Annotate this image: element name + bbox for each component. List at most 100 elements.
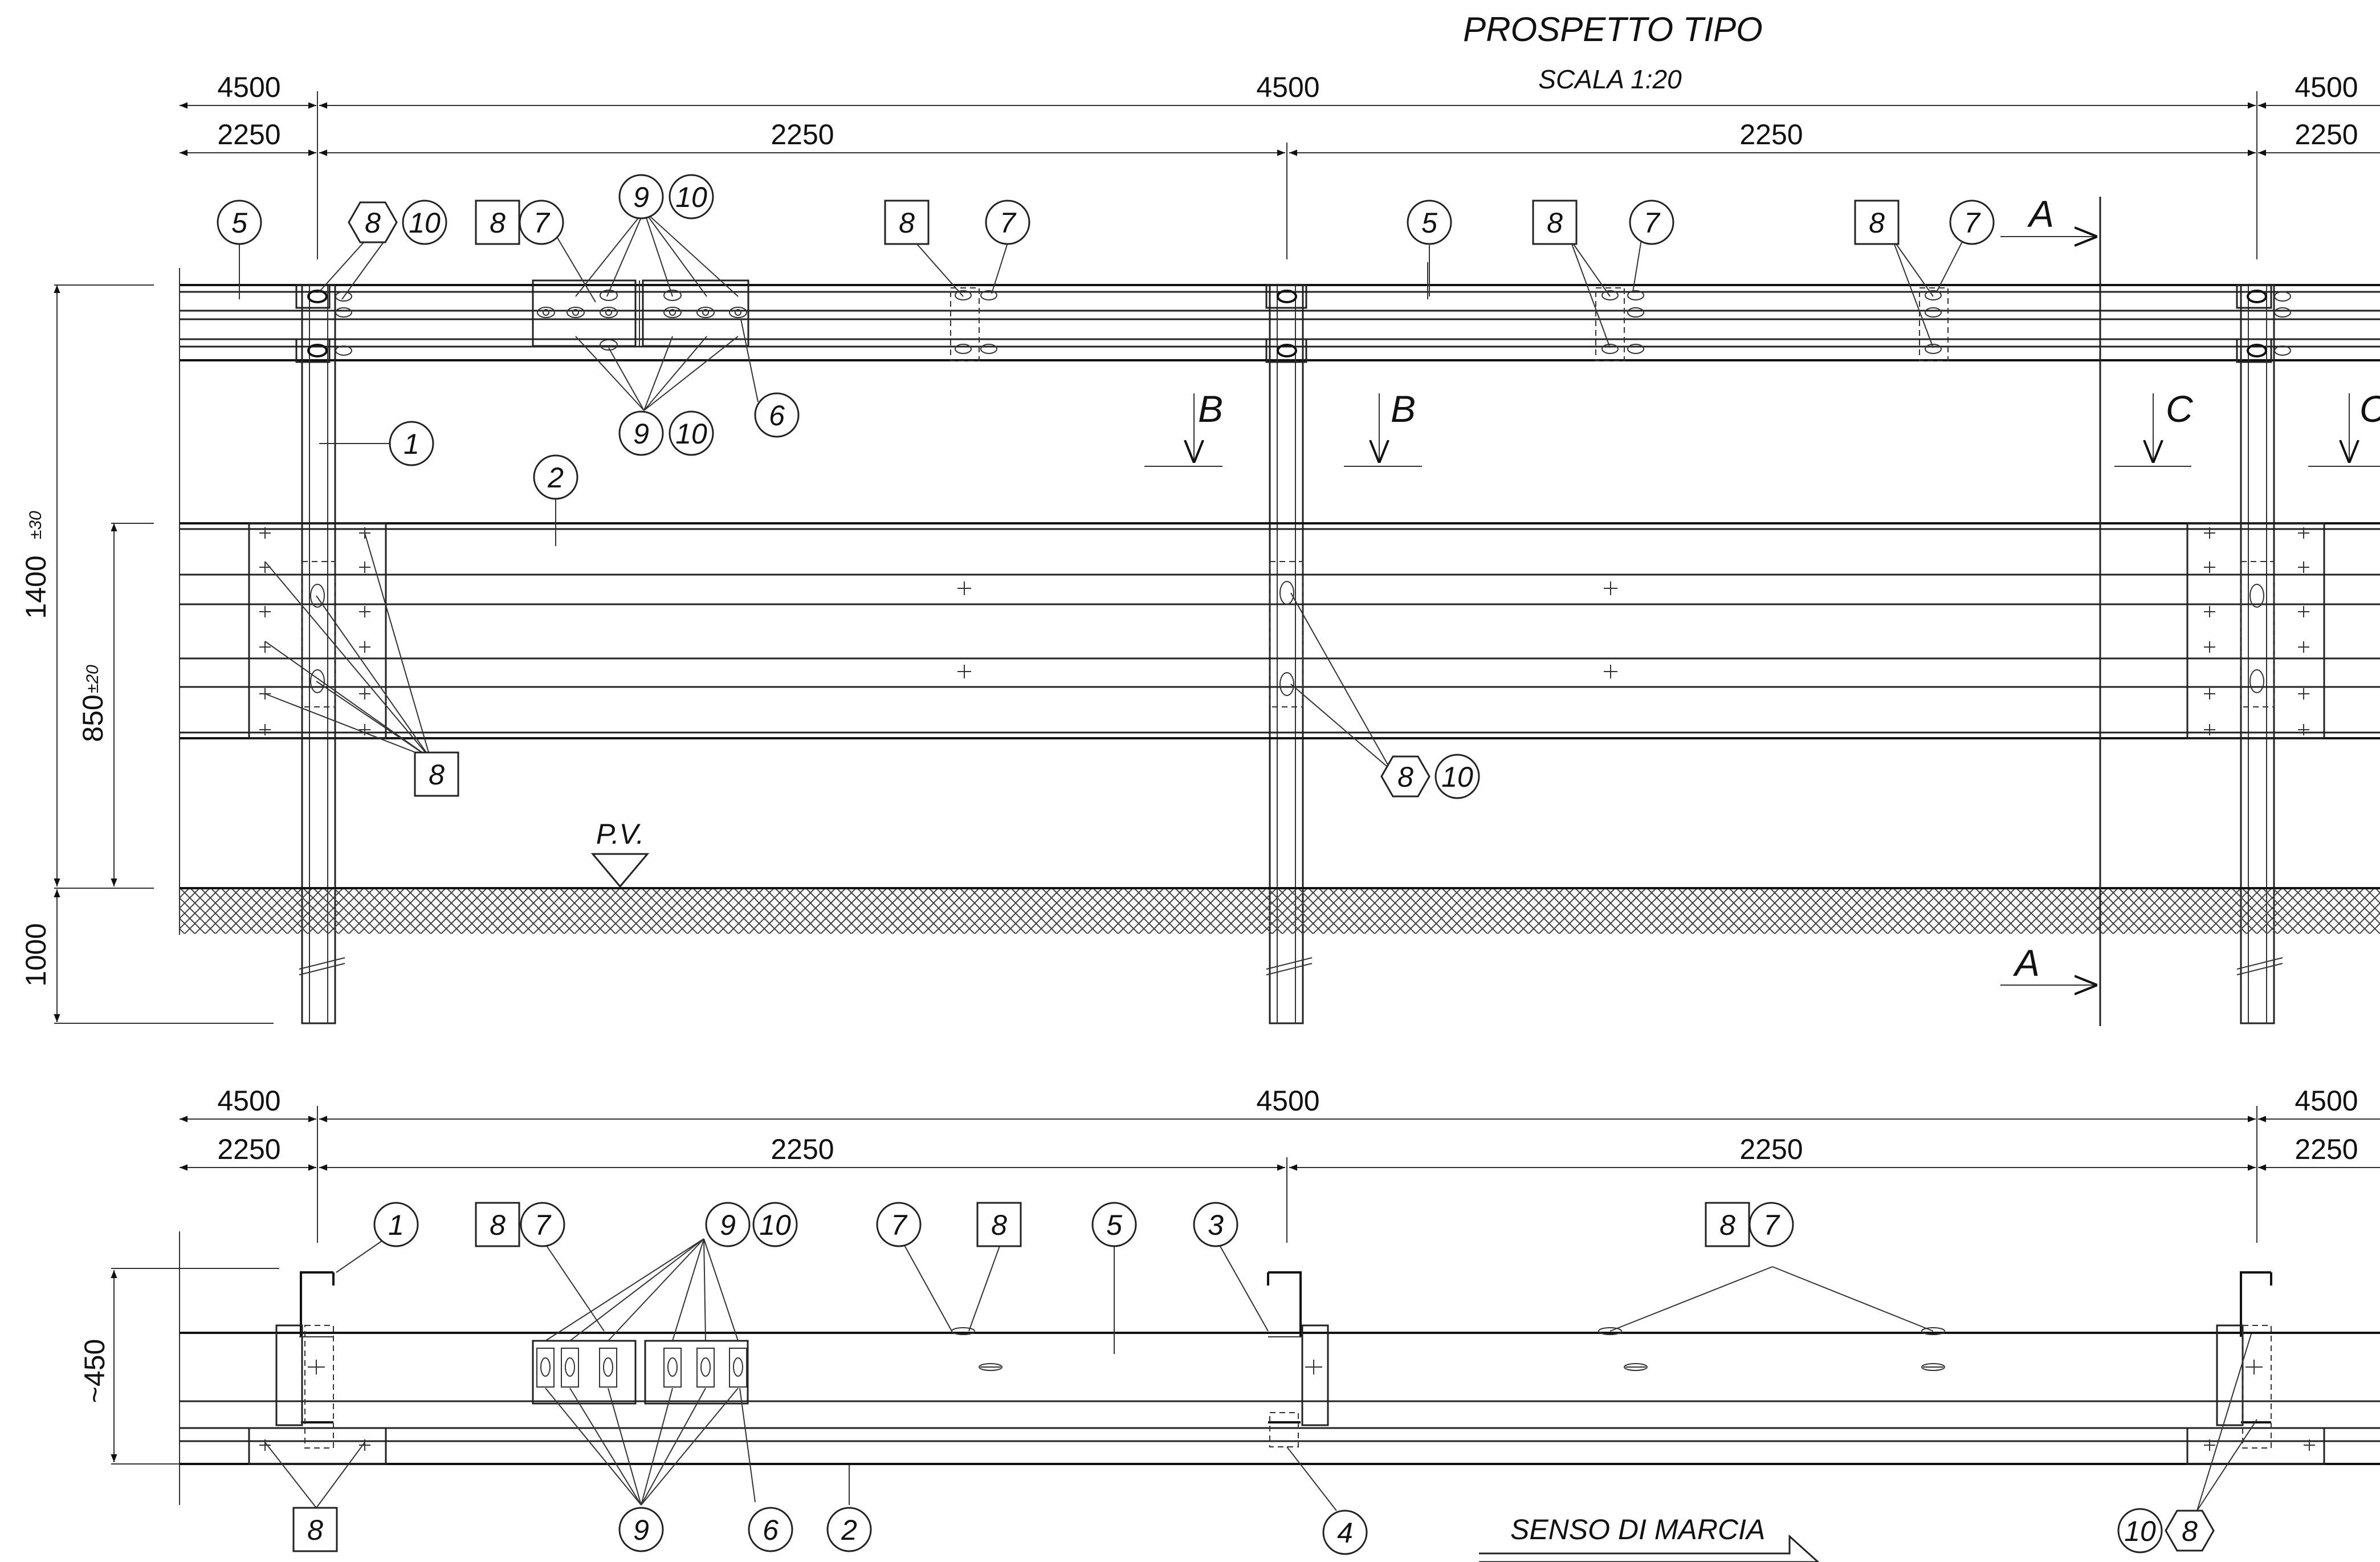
elev-tag-8-square-d: 8 [1854,200,1900,245]
elev-dim-height-rail-tol: ±20 [83,665,102,693]
svg-text:10: 10 [675,181,707,213]
elev-tag-7-c: 7 [1629,200,1674,245]
elev-tag-8-hex: 8 [348,201,398,243]
elev-dim-embed: 1000 [20,923,52,986]
plan-post-center [1267,1271,1329,1447]
elev-tag-8-square-a: 8 [475,200,520,245]
svg-text:10: 10 [409,207,441,239]
svg-text:8: 8 [899,207,915,239]
elev-tag-2: 2 [533,454,578,500]
plan-tag-8-square-c: 8 [1705,1202,1750,1247]
plan-tag-7-c: 7 [1749,1202,1794,1247]
svg-text:10: 10 [759,1209,791,1241]
plan-tag-9-top: 9 [705,1202,751,1247]
plan-dim-spacing-left: 4500 [217,1085,280,1117]
svg-text:8: 8 [307,1514,323,1546]
svg-text:5: 5 [1106,1209,1122,1241]
svg-text:7: 7 [1763,1209,1780,1241]
elev-tag-6: 6 [754,392,800,438]
plan-tag-4: 4 [1322,1510,1368,1555]
road-level-marker: P.V. [590,818,650,888]
travel-direction-label: SENSO DI MARCIA [1510,1514,1765,1545]
plan-dim-spacing-center: 4500 [1256,1085,1319,1117]
elev-tag-10-bottom: 10 [669,410,714,456]
ground-hatch: P.V. [180,818,2380,934]
svg-text:8: 8 [1869,207,1885,239]
plan-splice [532,1340,749,1405]
plan-bolts [951,1327,1945,1371]
plan-tag-8-hex: 8 [2165,1510,2215,1552]
elev-tag-8-square-c: 8 [1532,200,1578,245]
elevation-vertical-dimensions: 1400 ±30 850 ±20 1000 [20,284,274,1024]
svg-text:8: 8 [1719,1209,1735,1241]
elev-tag-8-square-b: 8 [884,200,930,245]
plan-tag-8-square-a: 8 [475,1202,520,1247]
plan-dim-depth: ~450 [79,1339,111,1404]
svg-text:3: 3 [1208,1209,1224,1241]
svg-text:8: 8 [1397,761,1413,793]
elev-tag-9-top: 9 [618,174,664,219]
svg-text:5: 5 [231,207,247,239]
plan-tag-8-square-d: 8 [292,1507,338,1552]
svg-text:8: 8 [429,759,445,791]
elev-dim-spacing-center: 4500 [1256,71,1319,103]
svg-text:7: 7 [535,1209,552,1241]
plan-post-right [2216,1271,2272,1449]
plan-tag-5: 5 [1091,1202,1137,1247]
elev-dim-half-left: 2250 [217,119,280,150]
elev-dim-spacing-right: 4500 [2295,71,2358,103]
elev-tag-1: 1 [389,421,434,466]
elev-tag-10-a: 10 [402,200,447,245]
section-b-left: B [1198,388,1223,430]
svg-text:10: 10 [2124,1515,2156,1547]
plan-tags: 1 8 7 9 10 7 8 5 3 8 7 8 9 6 2 4 10 8 [292,1202,2215,1555]
plan-tag-8-square-b: 8 [976,1202,1022,1247]
elev-tag-7-b: 7 [985,200,1030,245]
svg-text:7: 7 [1000,207,1017,239]
elevation-dimensions: 4500 4500 4500 2250 2250 2250 2250 [180,71,2380,259]
section-a-top: A [2027,193,2054,235]
plan-dim-half-center-right: 2250 [1739,1133,1803,1165]
elev-dim-half-center-right: 2250 [1739,119,1803,150]
elev-dim-half-center-left: 2250 [771,119,834,150]
svg-text:10: 10 [675,418,707,450]
upper-rail-bolts [950,287,1949,361]
svg-text:8: 8 [2182,1515,2198,1547]
elev-dim-half-right: 2250 [2295,119,2358,150]
plan-rails [179,1231,2380,1505]
plan-leaders [264,1236,2257,1511]
svg-text:1: 1 [404,428,419,460]
svg-text:8: 8 [1547,207,1563,239]
svg-text:7: 7 [533,207,551,239]
plan-tag-7-a: 7 [520,1202,565,1247]
svg-text:9: 9 [633,1514,649,1546]
plan-view: 4500 4500 4500 2250 2250 2250 2250 ~450 [79,1085,2380,1562]
plan-dim-half-left: 2250 [217,1133,280,1165]
svg-text:9: 9 [720,1209,736,1241]
elevation-tags: 5 8 10 8 7 9 10 8 7 5 8 7 8 7 1 2 9 10 6… [217,174,1995,799]
plan-post-left [275,1271,335,1449]
svg-text:1: 1 [388,1209,404,1241]
title-block: PROSPETTO TIPO SCALA 1:20 [1463,10,1763,94]
lower-guard-rail [180,522,2380,739]
drawing-scale: SCALA 1:20 [1538,64,1682,94]
svg-text:8: 8 [365,207,381,239]
drawing-title: PROSPETTO TIPO [1463,10,1763,48]
svg-text:2: 2 [841,1514,857,1546]
road-level-label: P.V. [596,818,644,850]
plan-dim-half-center-left: 2250 [771,1133,834,1165]
elev-dim-height-total: 1400 [20,555,52,619]
svg-text:2: 2 [547,462,564,494]
plan-tag-6: 6 [748,1507,793,1552]
svg-text:6: 6 [769,400,785,432]
section-markers: A A B B C C [1144,193,2380,1026]
svg-text:6: 6 [763,1514,779,1546]
elev-dim-height-rail: 850 [77,694,109,742]
svg-text:8: 8 [490,207,506,239]
svg-text:9: 9 [633,418,649,450]
plan-dim-half-right: 2250 [2295,1133,2358,1165]
elev-tag-8-square-e: 8 [414,751,459,797]
plan-tag-7-b: 7 [876,1202,922,1247]
elev-dim-spacing-left: 4500 [217,71,280,103]
plan-tag-2: 2 [826,1507,872,1552]
